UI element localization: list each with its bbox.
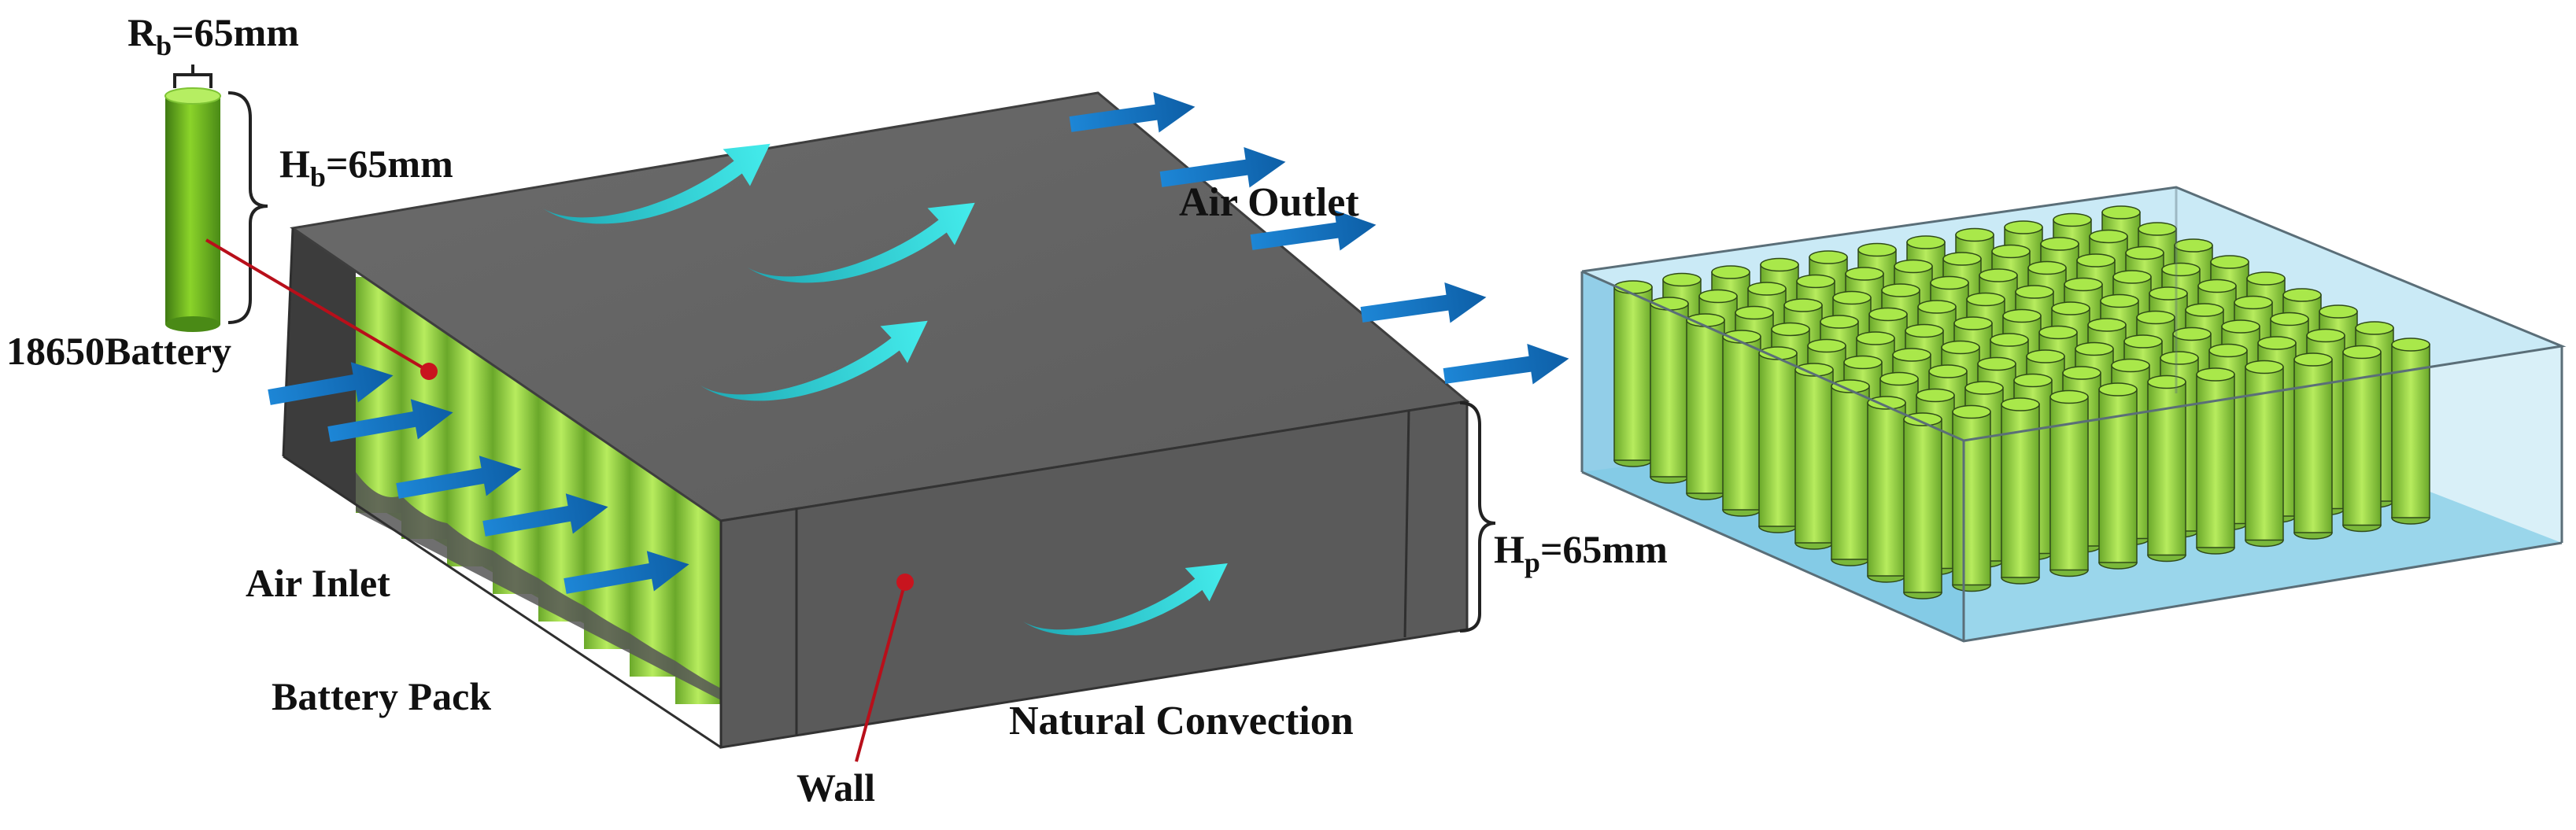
- red-pointer-dot-battery: [420, 363, 438, 380]
- array-cell: [1794, 363, 1834, 550]
- pack-height-label: Hp=65mm: [1494, 527, 1668, 578]
- array-cell: [2001, 397, 2040, 585]
- radius-label: Rb=65mm: [128, 10, 299, 61]
- array-cell: [2098, 382, 2138, 570]
- array-cell: [2245, 360, 2284, 548]
- array-cell: [2391, 338, 2430, 525]
- array-cell: [1650, 297, 1689, 484]
- natural-convection-label: Natural Convection: [1009, 699, 1354, 743]
- pack-height-bracket: [1459, 401, 1496, 633]
- cell-top: [164, 87, 221, 105]
- battery-label: 18650Battery: [6, 329, 231, 373]
- array-cell: [1613, 280, 1653, 467]
- air-inlet-label: Air Inlet: [246, 561, 390, 605]
- radius-bracket: [173, 65, 213, 88]
- height-label: Hb=65mm: [279, 142, 453, 193]
- array-cell: [1831, 379, 1870, 566]
- wall-label: Wall: [796, 765, 875, 810]
- array-cell: [2147, 374, 2186, 563]
- array-cell: [1686, 313, 1725, 500]
- array-cell: [1722, 330, 1761, 517]
- single-cell: [164, 87, 221, 332]
- array-cell: [1952, 404, 1991, 592]
- cell-grid: [1613, 205, 2430, 599]
- array-cell: [2049, 389, 2089, 577]
- cell-array-view: [1580, 186, 2567, 643]
- height-bracket: [227, 91, 268, 324]
- array-cell: [2196, 367, 2235, 555]
- array-cell: [1903, 412, 1942, 599]
- pointer-wall: [855, 574, 914, 762]
- outlet-arrow-5: [1441, 338, 1573, 397]
- array-cell: [1758, 346, 1798, 533]
- array-cell: [2342, 345, 2382, 533]
- air-outlet-label: Air Outlet: [1179, 180, 1359, 225]
- array-box-outline: [1580, 186, 2567, 643]
- array-cell: [2293, 352, 2333, 540]
- cell-body: [165, 96, 220, 324]
- battery-pack-box: [282, 91, 1470, 749]
- pointer-battery: [205, 238, 438, 380]
- array-cell: [1867, 396, 1906, 583]
- battery-pack-label: Battery Pack: [272, 674, 491, 718]
- cell-bottom: [165, 316, 220, 332]
- red-pointer-dot-wall: [896, 574, 914, 591]
